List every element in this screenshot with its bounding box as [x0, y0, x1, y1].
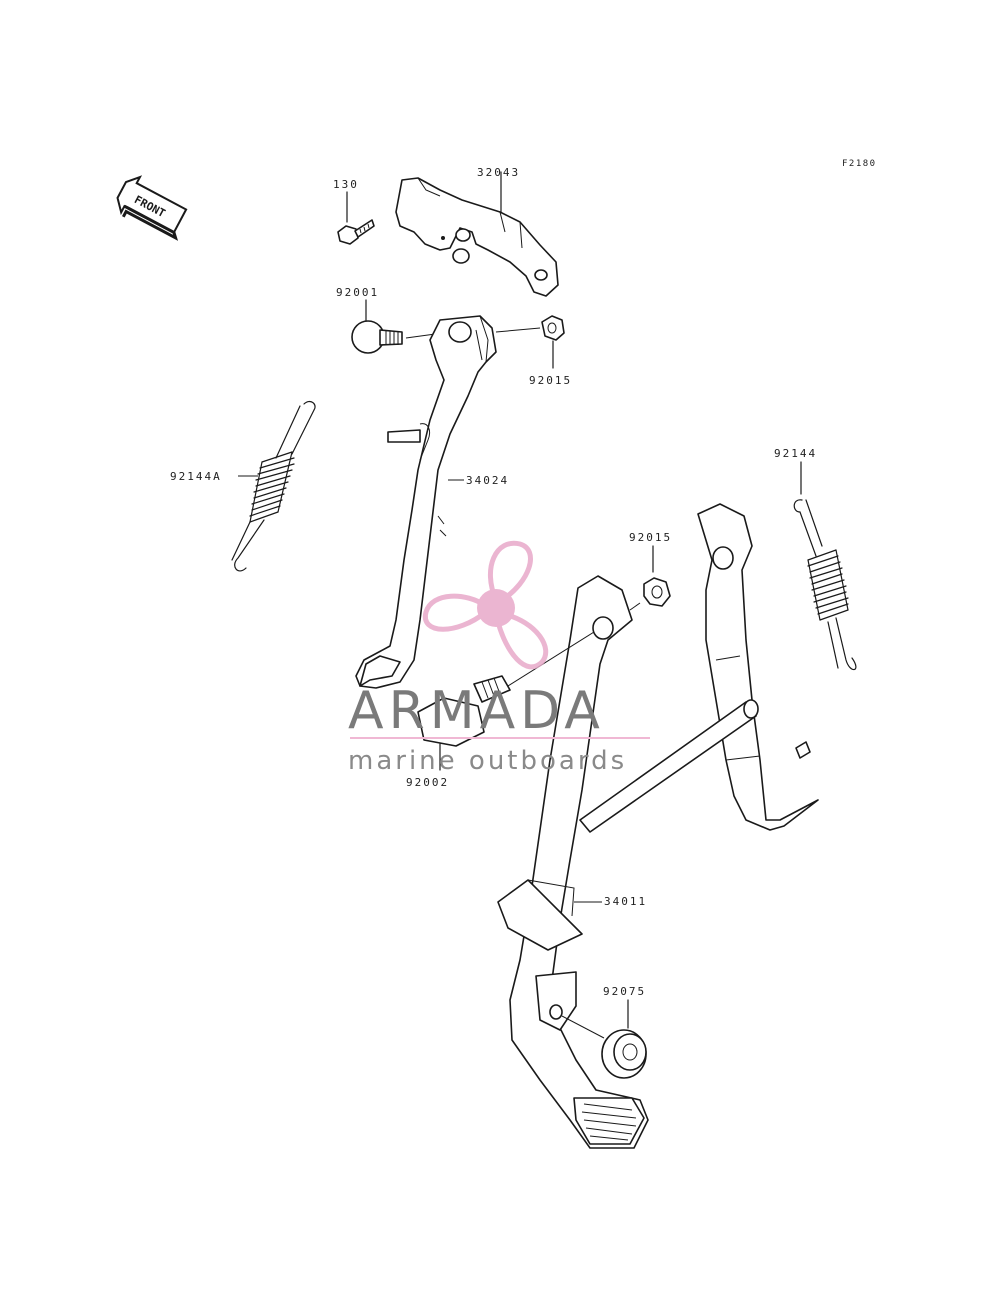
label-130: 130 [333, 178, 359, 191]
label-32043: 32043 [477, 166, 520, 179]
bolt-130 [337, 191, 375, 245]
rubber-92075 [561, 999, 647, 1079]
label-92015-lower: 92015 [629, 531, 672, 544]
watermark: ARMADA marine outboards [348, 540, 650, 776]
propeller-logo-icon [422, 540, 549, 670]
spring-92144A [231, 400, 316, 572]
label-34024: 34024 [466, 474, 509, 487]
label-92144A: 92144A [170, 470, 222, 483]
figure-code: F2180 [842, 159, 877, 169]
watermark-divider [350, 737, 650, 739]
label-92002: 92002 [406, 776, 449, 789]
label-92144: 92144 [774, 447, 817, 460]
spring-92144 [793, 461, 857, 671]
main-stand-34011 [497, 503, 819, 1149]
label-92075: 92075 [603, 985, 646, 998]
nut-92015-lower [629, 545, 671, 611]
watermark-subtitle: marine outboards [348, 746, 627, 776]
watermark-title: ARMADA [348, 681, 605, 741]
bolt-92002 [417, 631, 595, 771]
label-34011: 34011 [604, 895, 647, 908]
side-stand-34024 [355, 315, 497, 689]
front-arrow-icon: FRONT [116, 175, 188, 241]
nut-92015-upper [495, 315, 565, 369]
bracket-32043 [395, 171, 559, 297]
label-92015-upper: 92015 [529, 374, 572, 387]
label-92001: 92001 [336, 286, 379, 299]
